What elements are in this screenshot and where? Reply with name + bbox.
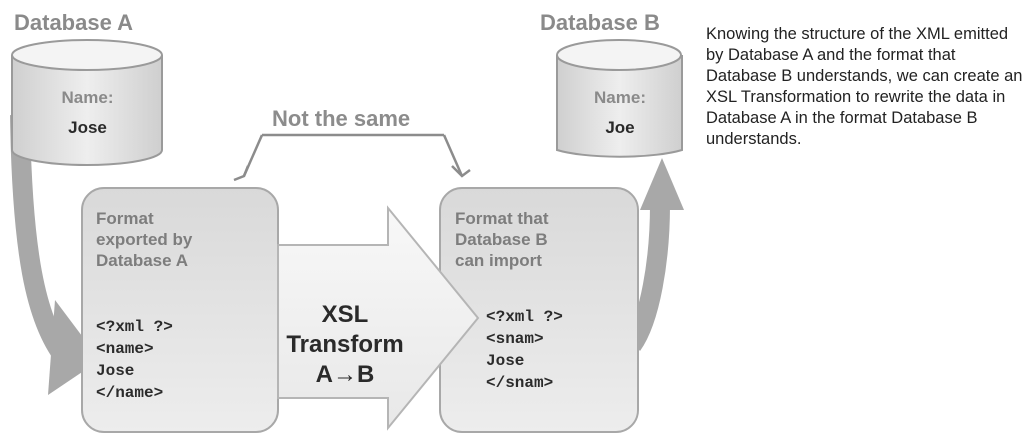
arrow-format-to-b — [623, 158, 684, 351]
database-a-title: Database A — [14, 10, 134, 35]
transform-line-3: A→B — [315, 361, 375, 388]
database-b-field-value: Joe — [605, 118, 635, 137]
database-b-field-label: Name: — [594, 88, 646, 107]
comparison-label: Not the same — [272, 106, 411, 131]
not-the-same-arrow — [233, 133, 471, 182]
description-text: Knowing the structure of the XML emitted… — [706, 25, 1023, 148]
format-a-title: Format exported by Database A — [96, 209, 193, 270]
transform-line-1: XSL — [321, 301, 369, 328]
xsl-diagram — [10, 39, 684, 433]
database-b-cylinder — [556, 39, 683, 158]
transform-arrow — [277, 205, 480, 431]
database-a-field-label: Name: — [61, 88, 114, 107]
format-b-title: Format that Database B can import — [455, 209, 549, 270]
database-a-field-value: Jose — [68, 118, 107, 137]
format-a-xml: <?xml ?> <name> Jose </name> — [96, 318, 173, 402]
database-a-cylinder — [11, 39, 163, 166]
transform-line-2: Transform — [286, 331, 404, 358]
database-b-title: Database B — [540, 10, 660, 35]
arrow-a-to-format — [10, 114, 100, 395]
format-b-xml: <?xml ?> <snam> Jose </snam> — [486, 308, 563, 392]
